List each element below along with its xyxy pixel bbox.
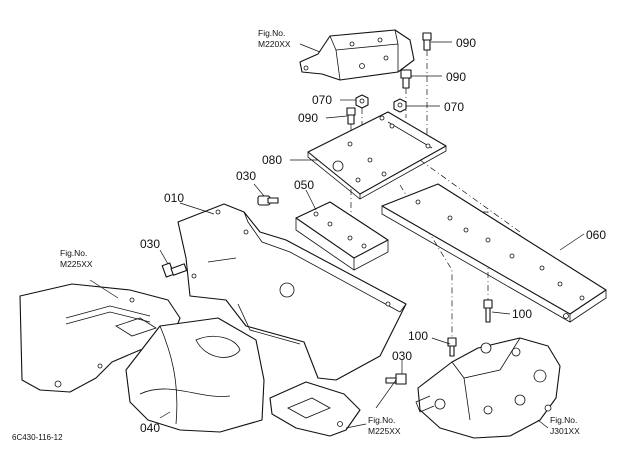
bracket-050	[295, 201, 389, 271]
bolt-100-right	[483, 299, 493, 323]
callout-050: 050	[294, 178, 314, 192]
bolt-090-left	[346, 107, 356, 125]
callout-030-left: 030	[140, 237, 160, 251]
fig-ref-m225-left: M225XX	[60, 259, 93, 269]
callout-030-upper: 030	[236, 169, 256, 183]
fig-ref-m220: M220XX	[258, 39, 291, 49]
bolt-090-mid	[400, 69, 412, 89]
cover-040	[125, 317, 265, 433]
nut-070-left	[355, 94, 369, 109]
callout-070-right: 070	[444, 100, 464, 114]
callout-030-right: 030	[392, 349, 412, 363]
fig-label-j301: Fig.No.	[550, 415, 577, 425]
callout-100-left: 100	[408, 329, 428, 343]
floor-panel-m225-bottom	[269, 381, 361, 437]
callout-070-left: 070	[312, 93, 332, 107]
leader-lines	[89, 41, 585, 429]
nut-070-right	[393, 98, 407, 113]
fig-label-m225-left: Fig.No.	[60, 248, 87, 258]
callout-010: 010	[164, 191, 184, 205]
drawing-code: 6C430-116-12	[12, 433, 63, 442]
callout-090-mid: 090	[446, 70, 466, 84]
bolt-030-upper	[257, 195, 279, 206]
rail-060	[381, 183, 607, 323]
hydraulic-block-j301	[415, 337, 561, 439]
callout-090-left: 090	[298, 111, 318, 125]
top-bracket-m220	[299, 29, 415, 81]
bolt-030-right	[385, 373, 407, 385]
floor-panel-m225-left	[19, 283, 181, 393]
plate-080	[307, 111, 447, 200]
fig-label-m220: Fig.No.	[258, 28, 285, 38]
callout-080: 080	[262, 153, 282, 167]
cover-panel-010	[177, 203, 407, 381]
callout-100-right: 100	[512, 307, 532, 321]
bolt-100-left	[447, 337, 457, 357]
fig-ref-j301: J301XX	[550, 426, 580, 436]
callout-040: 040	[140, 421, 160, 435]
alignment-line	[399, 184, 453, 338]
bolt-030-left	[161, 262, 188, 278]
callout-090-top: 090	[456, 36, 476, 50]
fig-label-m225-bottom: Fig.No.	[368, 415, 395, 425]
bolt-090-top	[422, 32, 432, 51]
fig-ref-m225-bottom: M225XX	[368, 426, 401, 436]
callout-060: 060	[586, 228, 606, 242]
